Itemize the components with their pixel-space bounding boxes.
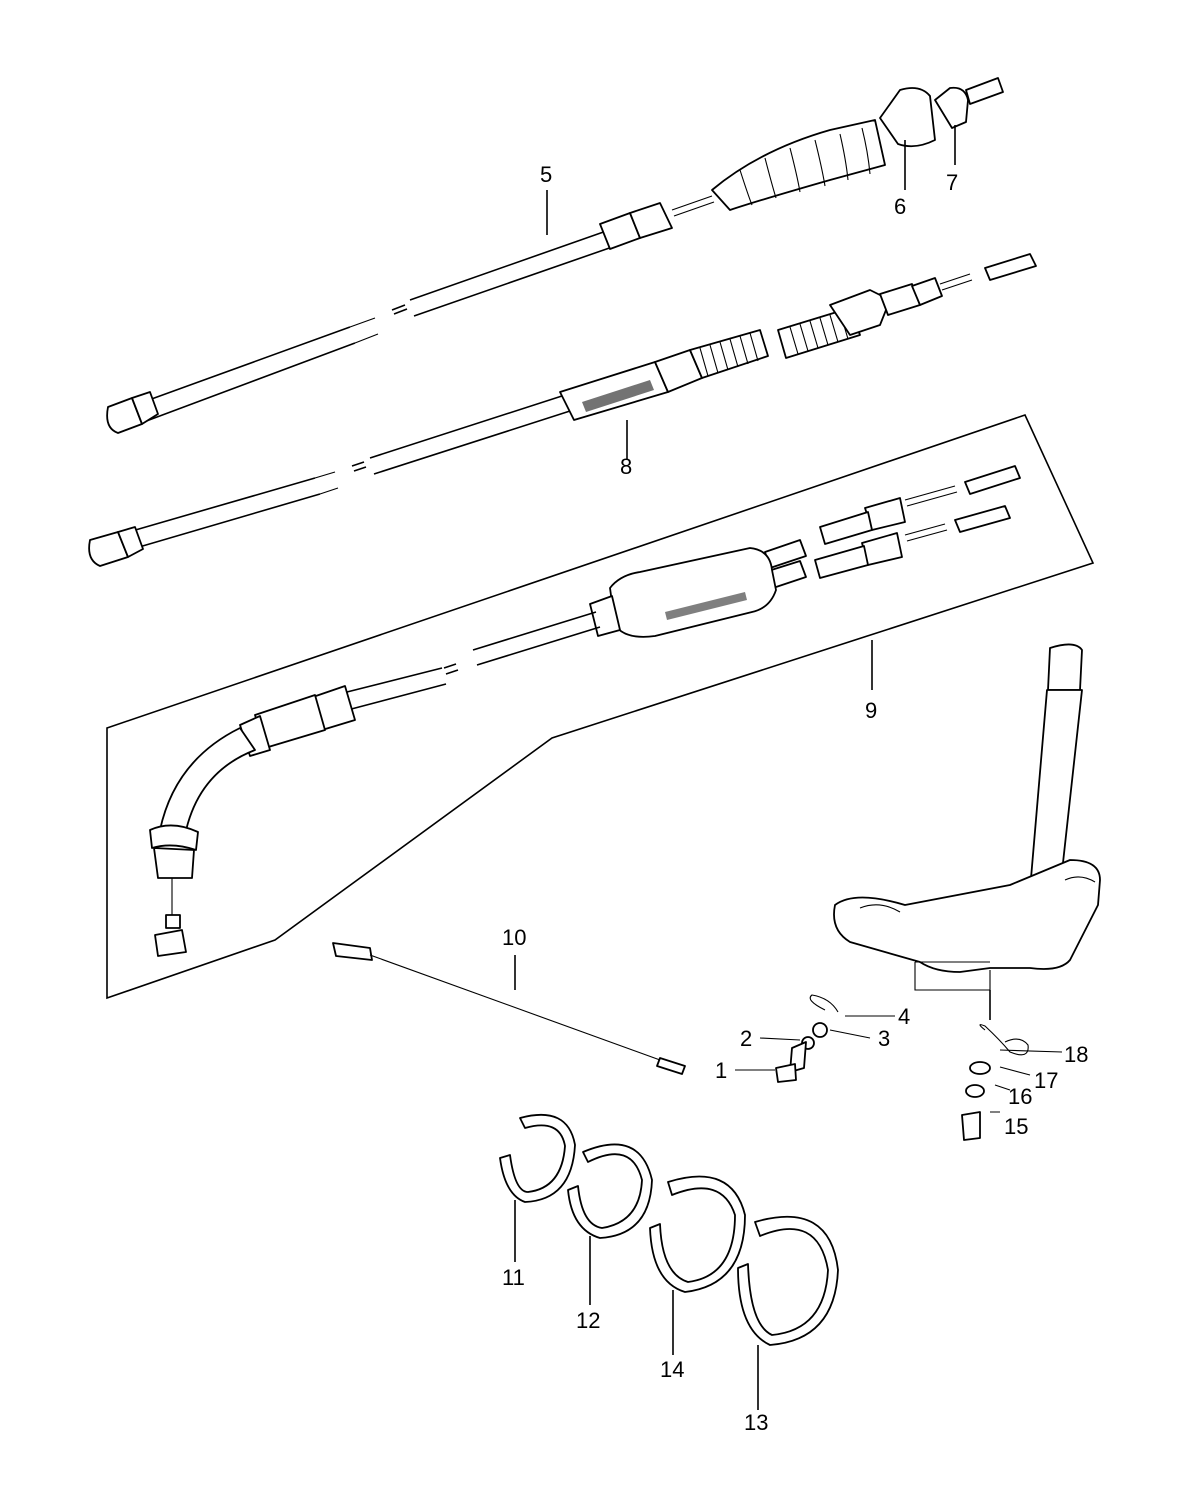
callout-14: 14 — [660, 1357, 684, 1382]
callout-7: 7 — [946, 170, 958, 195]
callout-13: 13 — [744, 1410, 768, 1435]
callout-2: 2 — [740, 1026, 752, 1051]
callout-15: 15 — [1004, 1114, 1028, 1139]
callout-6: 6 — [894, 194, 906, 219]
callout-12: 12 — [576, 1308, 600, 1333]
callout-10: 10 — [502, 925, 526, 950]
callout-9: 9 — [865, 698, 877, 723]
bands — [499, 1113, 839, 1410]
cable-9 — [149, 465, 1021, 957]
cable-5 — [106, 77, 1004, 434]
steering-stem — [833, 643, 1101, 1020]
cable-10 — [332, 942, 686, 1075]
fasteners — [735, 994, 1063, 1141]
callout-4: 4 — [898, 1004, 910, 1029]
callout-8: 8 — [620, 454, 632, 479]
callout-1: 1 — [715, 1058, 727, 1083]
callout-11: 11 — [502, 1265, 525, 1290]
callout-17: 17 — [1034, 1068, 1058, 1093]
group-9-boundary — [106, 414, 1095, 1000]
callout-16: 16 — [1008, 1084, 1032, 1109]
callout-5: 5 — [540, 162, 552, 187]
callout-3: 3 — [878, 1026, 890, 1051]
callout-18: 18 — [1064, 1042, 1088, 1067]
cable-8 — [88, 253, 1037, 567]
